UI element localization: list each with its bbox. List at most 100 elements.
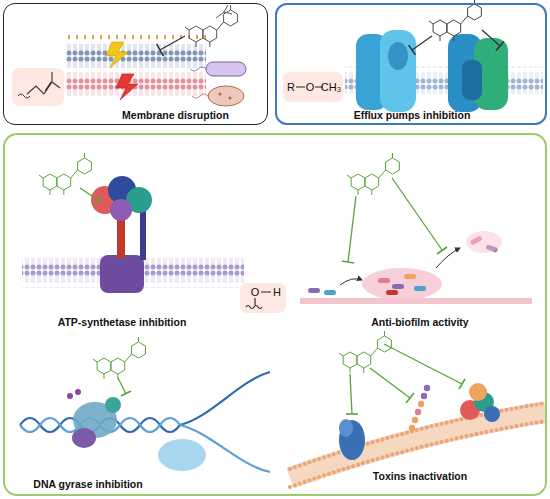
methoxylated-structure: [429, 0, 481, 41]
atom-label: R: [284, 81, 298, 93]
methoxylated-structure: [409, 0, 504, 55]
bacteria: [190, 62, 246, 106]
atom-label: O: [248, 286, 262, 298]
biofilm: [414, 286, 426, 291]
mechanism-panel: Membrane disruption: [3, 3, 268, 125]
mechanism-panel: ATP-synthetase inhibition Anti-biofilm ac…: [3, 133, 547, 496]
toxin-protein: [339, 383, 500, 460]
atp-synthase: [91, 176, 152, 293]
green-flavonoid: [392, 178, 442, 250]
host-membrane: [290, 421, 546, 487]
bacteria: [190, 67, 206, 71]
biofilm: [404, 274, 416, 279]
flavonoid-structure: [157, 5, 238, 56]
panel-caption: Efflux pumps inhibition: [327, 109, 497, 121]
green-flavonoid: [346, 413, 358, 415]
outer-membrane: [68, 35, 206, 39]
host-membrane: [290, 403, 546, 487]
prenyl-group: [12, 68, 64, 106]
green-flavonoid: [342, 153, 447, 263]
prenyl-group: [12, 68, 64, 106]
toxin-protein: [415, 409, 421, 415]
toxin-protein: [412, 417, 418, 423]
bacteria: [206, 62, 246, 76]
outer-membrane: [66, 40, 206, 68]
green-flavonoid: [93, 337, 145, 396]
toxin-protein: [409, 425, 415, 431]
dna-helix: [180, 372, 270, 425]
gyrase-enzyme: [67, 393, 73, 399]
efflux-pump: [380, 30, 416, 112]
atp-synthase: [110, 199, 132, 221]
green-flavonoid: [339, 331, 391, 373]
toxin-protein: [424, 385, 430, 391]
efflux-pump: [462, 60, 482, 100]
green-flavonoid: [118, 378, 126, 394]
gyrase-enzyme: [67, 389, 206, 471]
green-flavonoid: [437, 247, 447, 254]
atom-label: O: [303, 81, 317, 93]
gyrase-enzyme: [105, 397, 121, 413]
toxin-protein: [469, 383, 487, 401]
bacteria: [208, 86, 244, 106]
lightning-symbol: [106, 42, 138, 100]
methoxylated-structure: [412, 36, 432, 50]
host-membrane: [290, 412, 546, 478]
biofilm: [308, 288, 320, 293]
green-flavonoid: [95, 195, 102, 205]
dna-helix: [20, 372, 270, 472]
biofilm: [340, 279, 362, 285]
toxin-protein: [339, 420, 365, 460]
panel-caption: Membrane disruption: [91, 109, 261, 121]
gyrase-enzyme: [72, 428, 96, 448]
prenyl-group: [18, 94, 30, 98]
biofilm: [392, 284, 404, 289]
bacteria: [229, 97, 232, 100]
efflux-pump: [356, 30, 508, 112]
biofilm: [362, 268, 442, 300]
green-flavonoid: [348, 196, 356, 262]
atom-label: H: [270, 286, 284, 298]
green-flavonoid: [339, 331, 465, 414]
toxin-protein: [339, 419, 353, 437]
functional-group-box: ROCH₃: [283, 72, 343, 102]
gyrase-enzyme: [158, 439, 206, 471]
gyrase-enzyme: [75, 389, 81, 395]
flavonoid-structure: [157, 44, 164, 56]
green-flavonoid: [370, 368, 410, 398]
atp-synthase: [100, 255, 144, 293]
biofilm: [466, 231, 502, 253]
mechanism-caption: ATP-synthetase inhibition: [37, 316, 207, 328]
biofilm: [436, 248, 460, 268]
methoxylated-structure: [409, 45, 416, 55]
atom-label: CH₃: [320, 81, 342, 93]
flavonoid-structure: [160, 36, 185, 50]
toxin-protein: [484, 406, 500, 422]
toxin-protein: [421, 393, 427, 399]
prenyl-group: [27, 72, 60, 94]
biofilm: [324, 290, 336, 295]
green-flavonoid: [39, 153, 101, 205]
flavonoid-structure: [216, 5, 232, 18]
green-flavonoid: [347, 153, 399, 195]
methoxylated-structure: [496, 42, 504, 51]
toxin-protein: [418, 401, 424, 407]
methoxylated-structure: [482, 30, 500, 46]
mechanism-caption: DNA gyrase inhibition: [3, 478, 173, 490]
mechanism-caption: Toxins inactivation: [335, 470, 505, 482]
lightning-symbol: [116, 74, 138, 100]
outer-membrane: [66, 72, 206, 100]
green-flavonoid: [39, 153, 91, 195]
efflux-pump: [388, 42, 408, 70]
lightning-symbol: [106, 42, 128, 68]
mechanism-caption: Anti-biofilm activity: [335, 316, 505, 328]
green-flavonoid: [342, 261, 354, 263]
green-flavonoid: [350, 374, 352, 414]
host-membrane: [290, 403, 546, 469]
mechanism-panel: Efflux pumps inhibition ROCH₃: [275, 3, 547, 125]
bacteria: [219, 93, 222, 96]
outer-membrane: [66, 37, 206, 100]
functional-group-box: OH: [240, 283, 286, 313]
atp-synthase: [140, 205, 146, 260]
